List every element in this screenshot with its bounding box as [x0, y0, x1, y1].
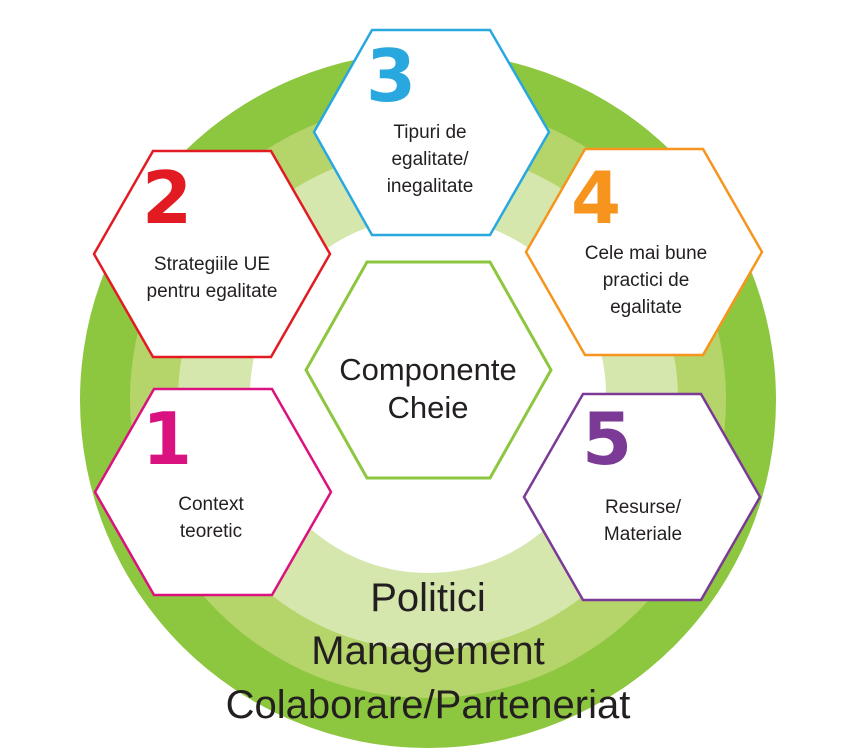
- center-hexagon: Componente Cheie: [304, 260, 553, 480]
- center-title-line2: Cheie: [388, 390, 469, 425]
- hexagon-4-line2: practici de: [603, 270, 690, 291]
- hexagon-2-strategiile-ue: 2 Strategiile UE pentru egalitate: [92, 149, 332, 359]
- hexagon-3-line3: inegalitate: [387, 176, 474, 197]
- hexagon-3-line1: Tipuri de: [393, 122, 466, 143]
- bottom-label-management: Management: [311, 629, 544, 673]
- hexagon-1-line2: teoretic: [180, 521, 242, 542]
- center-title-line1: Componente: [339, 352, 517, 387]
- hexagon-1-number: 1: [142, 397, 192, 481]
- hexagon-1-context-teoretic: 1 Context teoretic: [93, 387, 333, 597]
- bottom-label-colaborare: Colaborare/Parteneriat: [226, 683, 631, 727]
- hexagon-3-tipuri-de-egalitate: 3 Tipuri de egalitate/ inegalitate: [312, 28, 551, 237]
- hexagon-3-line2: egalitate/: [391, 149, 469, 170]
- hexagon-4-line1: Cele mai bune: [585, 243, 708, 264]
- hexagon-3-number: 3: [366, 34, 416, 118]
- hexagon-5-line1: Resurse/: [605, 497, 682, 518]
- hexagon-2-number: 2: [142, 156, 192, 240]
- hexagon-5-line2: Materiale: [604, 524, 682, 545]
- bottom-label-politici: Politici: [370, 576, 486, 620]
- hexagon-2-line2: pentru egalitate: [147, 281, 278, 302]
- hexagon-1-line1: Context: [178, 494, 244, 515]
- hexagon-5-number: 5: [582, 397, 632, 481]
- hexagon-4-cele-mai-bune-practici: 4 Cele mai bune practici de egalitate: [524, 147, 764, 357]
- hexagon-4-line3: egalitate: [610, 297, 682, 318]
- hexagon-2-line1: Strategiile UE: [154, 254, 270, 275]
- hexagon-5-resurse-materiale: 5 Resurse/ Materiale: [522, 392, 762, 602]
- hexagon-4-number: 4: [571, 156, 621, 240]
